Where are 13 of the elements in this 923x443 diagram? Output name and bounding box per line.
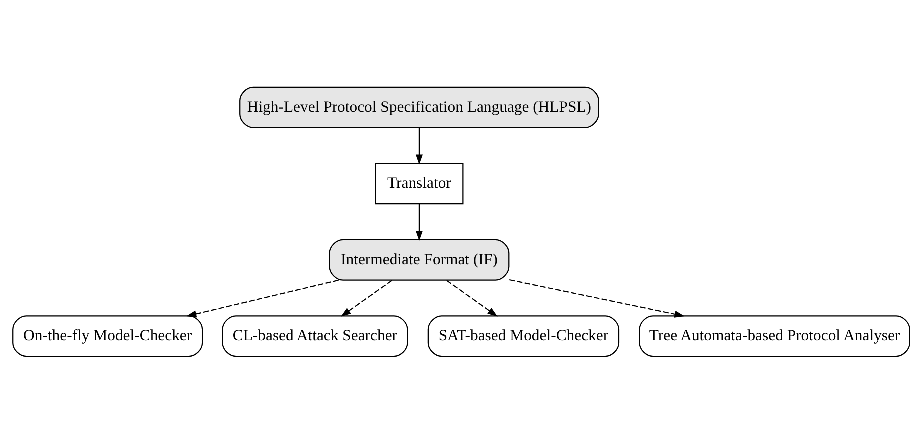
- node-box: High-Level Protocol Specification Language (HLPSL): [240, 86, 600, 128]
- arrow: [446, 280, 498, 316]
- arrow: [509, 278, 685, 318]
- node-box: On-the-fly Model-Checker: [12, 315, 204, 357]
- arrow: [341, 280, 392, 316]
- node-box: Tree Automata-based Protocol Analyser: [639, 315, 910, 357]
- node-box: Intermediate Format (IF): [329, 238, 510, 280]
- node-box: Translator: [375, 162, 464, 204]
- node-box: CL-based Attack Searcher: [222, 315, 408, 357]
- arrow: [186, 279, 339, 318]
- arrow: [416, 204, 423, 241]
- node-box: SAT-based Model-Checker: [428, 315, 620, 357]
- arrow: [416, 128, 423, 164]
